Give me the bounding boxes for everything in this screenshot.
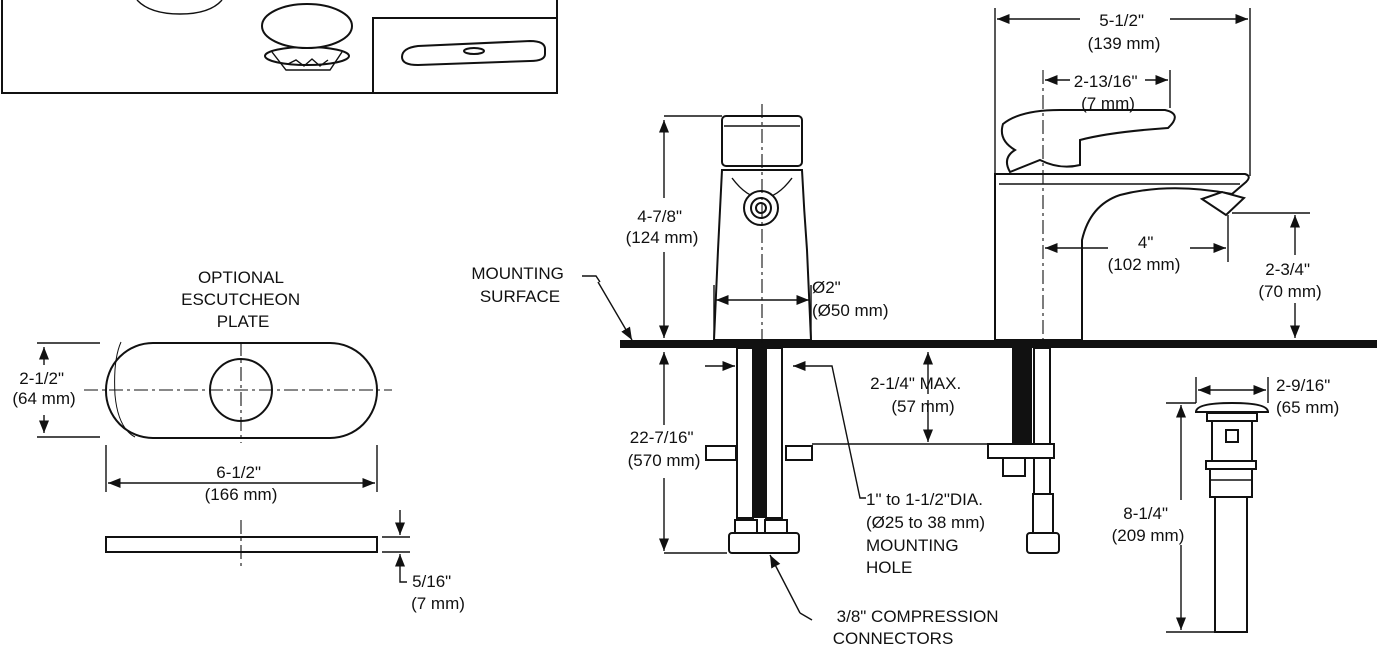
- plate-thickness-dimension: 5/16" (7 mm): [411, 572, 465, 613]
- drain-ring-partial: [136, 0, 223, 15]
- deck-thickness-dimension: 2-1/4" MAX. (57 mm): [870, 374, 966, 416]
- drain-diameter-dimension: 2-9/16" (65 mm): [1276, 376, 1339, 417]
- drain-length-dimension: 8-1/4" (209 mm): [1112, 504, 1185, 545]
- faucet-height-dimension: 4-7/8" (124 mm): [626, 207, 699, 247]
- spout-reach-dimension: 4" (102 mm): [1108, 233, 1181, 274]
- escutcheon-plate-illustration: [400, 39, 546, 67]
- plate-height-dimension: 2-1/2" (64 mm): [12, 369, 75, 408]
- compression-connectors-label: 3/8" COMPRESSION CONNECTORS: [833, 607, 1004, 648]
- pop-up-drain: [1194, 401, 1270, 633]
- faucet-side-view: [994, 70, 1250, 341]
- base-diameter-dimension: Ø2" (Ø50 mm): [812, 278, 889, 320]
- handle-depth-dimension: 2-13/16" (7 mm): [1074, 72, 1142, 113]
- mounting-surface-deck: [620, 340, 1377, 348]
- parts-inset-box: [1, 0, 558, 94]
- drain-cap-illustration: [261, 3, 353, 71]
- supply-lines-front: [705, 347, 813, 554]
- mounting-surface-label: MOUNTING SURFACE: [471, 264, 568, 306]
- escutcheon-plate-top-view: [84, 341, 392, 443]
- plate-width-dimension: 6-1/2" (166 mm): [205, 463, 278, 504]
- supply-lines-side: [987, 347, 1060, 554]
- below-deck-dimension: 22-7/16" (570 mm): [628, 428, 701, 470]
- mounting-hole-label: 1" to 1-1/2"DIA. (Ø25 to 38 mm) MOUNTING…: [866, 490, 990, 577]
- spout-height-dimension: 2-3/4" (70 mm): [1258, 260, 1321, 301]
- optional-plate-label: OPTIONAL ESCUTCHEON PLATE: [181, 268, 305, 331]
- overall-depth-dimension: 5-1/2" (139 mm): [1088, 11, 1161, 53]
- escutcheon-plate-side-view: [105, 520, 378, 568]
